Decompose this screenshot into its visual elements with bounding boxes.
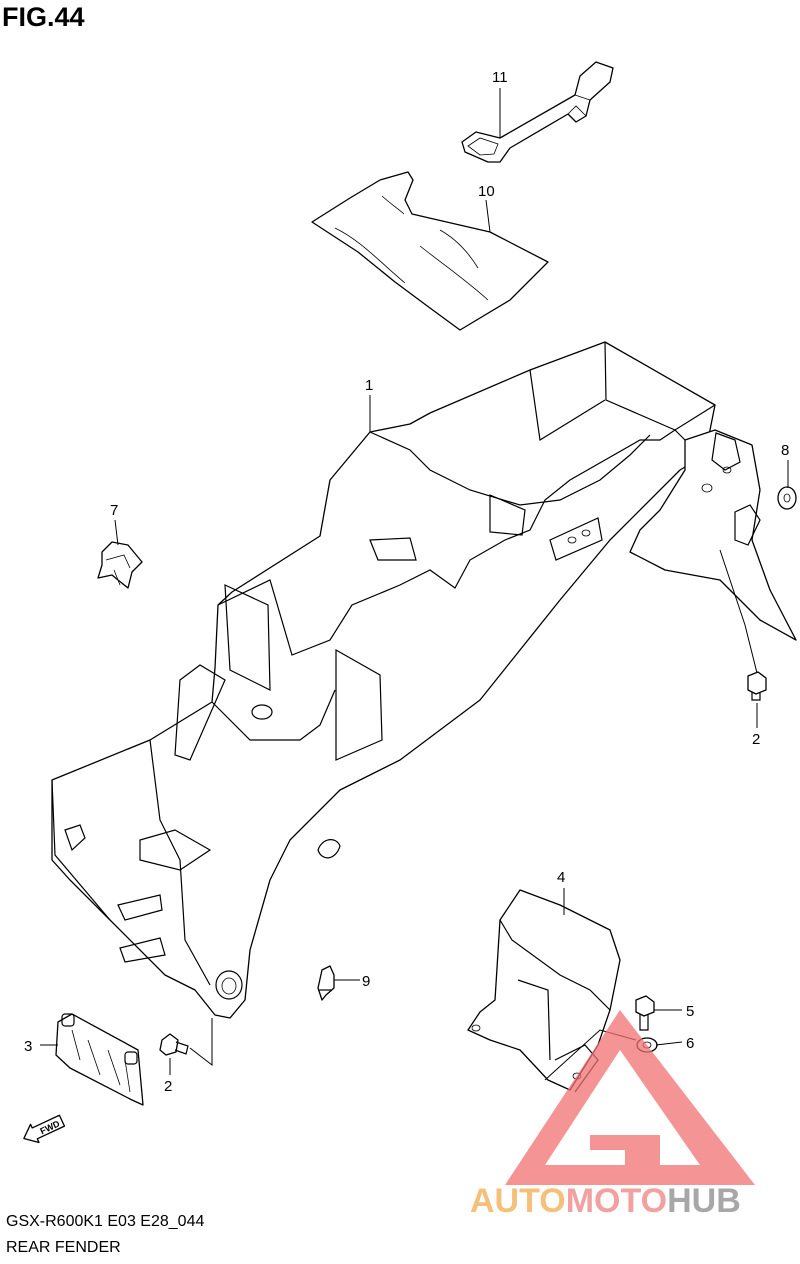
callout-5: 5 xyxy=(686,1003,694,1020)
forward-arrow-icon: FWD xyxy=(23,1114,66,1144)
part-4-cover xyxy=(467,889,621,1093)
callout-2-right: 2 xyxy=(752,731,760,748)
watermark-auto: AUTO xyxy=(470,1182,566,1220)
model-code: GSX-R600K1 E03 E28_044 xyxy=(6,1213,205,1230)
watermark-hub: HUB xyxy=(667,1182,741,1220)
watermark-moto: MOTO xyxy=(566,1182,667,1220)
watermark-logo: AUTOMOTOHUB xyxy=(470,1010,755,1220)
svg-text:AUTOMOTOHUB: AUTOMOTOHUB xyxy=(470,1182,741,1220)
part-1-rear-fender xyxy=(51,341,716,1019)
part-3-bracket xyxy=(55,1013,144,1106)
callout-2-left: 2 xyxy=(164,1078,172,1095)
callout-1: 1 xyxy=(365,377,373,394)
part-9-rivet xyxy=(317,965,335,1001)
part-7-clamp xyxy=(97,541,143,589)
part-5-bolt xyxy=(635,995,655,1031)
callout-3: 3 xyxy=(24,1038,32,1055)
figure-title: FIG.44 xyxy=(2,2,85,32)
part-2-bolt-right xyxy=(747,671,767,701)
part-2-bolt-left xyxy=(159,1033,189,1056)
part-8-washer xyxy=(777,486,797,510)
callout-10: 10 xyxy=(478,183,495,200)
part-11-strap xyxy=(461,61,614,163)
callout-8: 8 xyxy=(781,442,789,459)
callout-6: 6 xyxy=(686,1035,694,1052)
section-name: REAR FENDER xyxy=(6,1239,121,1256)
watermark-triangle-icon xyxy=(505,1010,755,1185)
part-10-tool-bag xyxy=(311,171,549,331)
callout-7: 7 xyxy=(110,502,118,519)
callout-labels: 11 10 1 8 7 2 4 9 5 3 6 2 xyxy=(24,69,789,1095)
callout-9: 9 xyxy=(362,973,370,990)
callout-11: 11 xyxy=(492,69,508,86)
part-1-rear-bracket xyxy=(629,429,797,641)
callout-4: 4 xyxy=(557,869,565,886)
